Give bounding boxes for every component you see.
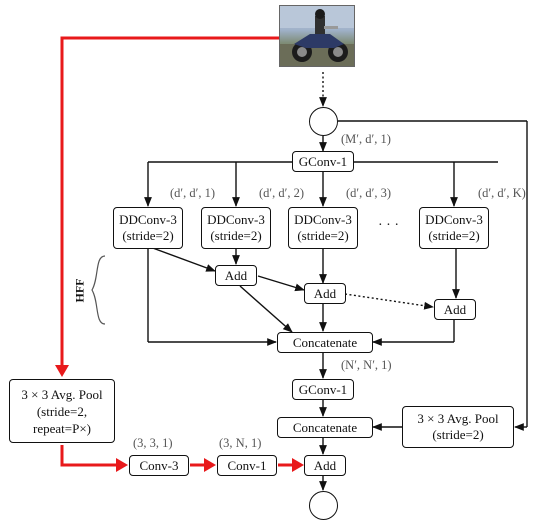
concatenate-low-box: Concatenate: [277, 417, 373, 438]
conv1-dim-label: (3, N, 1): [219, 436, 262, 450]
branch-ellipsis: · · ·: [378, 218, 399, 233]
ddconv-box-2: DDConv-3(stride=2): [201, 207, 271, 249]
input-image-thumbnail: [279, 5, 355, 67]
conv3-dim-label: (3, 3, 1): [133, 436, 173, 450]
hff-brace: [91, 255, 106, 325]
add-box-3: Add: [434, 299, 476, 320]
branch-dim-label-k: (d′, d′, K): [478, 186, 526, 200]
concatenate-mid-box: Concatenate: [277, 332, 373, 353]
input-dim-label: (M′, d′, 1): [341, 132, 391, 146]
ddconv-box-1: DDConv-3(stride=2): [113, 207, 183, 249]
output-node-circle: [309, 491, 338, 520]
add1-to-add2: [257, 275, 305, 292]
branch-dim-label-1: (d′, d′, 1): [170, 186, 216, 200]
branch-dim-label-3: (d′, d′, 3): [346, 186, 392, 200]
red-shortcut-path: [60, 36, 279, 368]
conv1-box: Conv-1: [217, 455, 277, 476]
gconv1-mid-box: GConv-1: [292, 379, 354, 400]
ddconv-box-k: DDConv-3(stride=2): [419, 207, 489, 249]
avgpool-right-box: 3 × 3 Avg. Pool(stride=2): [402, 406, 514, 448]
add1-to-concat: [239, 285, 293, 333]
input-node-circle: [309, 107, 338, 136]
add-final-box: Add: [304, 455, 346, 476]
ddconv-box-3: DDConv-3(stride=2): [288, 207, 358, 249]
branch-dim-label-2: (d′, d′, 2): [259, 186, 305, 200]
avgpool-left-box: 3 × 3 Avg. Pool(stride=2,repeat=P×): [9, 379, 115, 443]
dd1-to-add1: [149, 246, 216, 272]
add2-to-add3: [344, 293, 434, 310]
add-box-1: Add: [215, 265, 257, 286]
motorcycle-rider-icon: [280, 6, 354, 66]
gconv1-top-box: GConv-1: [292, 151, 354, 172]
add-box-2: Add: [304, 283, 346, 304]
mid-dim-label: (N′, N′, 1): [341, 358, 392, 372]
conv3-box: Conv-3: [129, 455, 189, 476]
hff-label: HFF: [72, 278, 87, 303]
